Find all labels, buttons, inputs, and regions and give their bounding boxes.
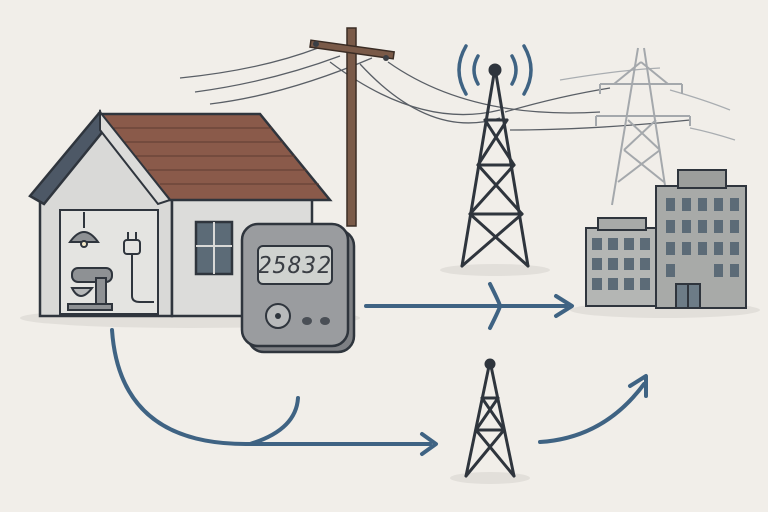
wireless-signal-icon	[457, 44, 533, 96]
house-icon	[28, 109, 333, 318]
meter-screen	[257, 245, 333, 285]
electric-plug-icon	[123, 232, 154, 303]
arrow-head-up	[628, 374, 648, 398]
arrow-head-buildings	[554, 294, 574, 318]
pendant-lamp-icon	[68, 212, 100, 248]
transmission-pylon-icon	[595, 47, 691, 206]
arrow-house-down-curve	[110, 328, 300, 447]
smart-meter-icon: 25832	[240, 222, 356, 354]
flow-arrows	[110, 282, 648, 456]
meter-button-left	[302, 317, 312, 325]
meter-button-right	[320, 317, 330, 325]
radio-tower-icon	[460, 63, 530, 268]
arrow-small-tower-up	[538, 382, 646, 444]
house-interior	[59, 209, 159, 315]
meter-reading: 25832	[258, 253, 332, 279]
office-building-icon	[585, 169, 747, 309]
utility-pole-icon	[309, 27, 395, 227]
arrow-curve-through-tower	[488, 282, 502, 330]
relay-tower-icon	[464, 358, 516, 478]
roof	[28, 109, 333, 206]
arrow-head-small-tower	[420, 432, 438, 456]
small-tower-ground-shadow	[450, 472, 530, 484]
stand-mixer-icon	[67, 267, 113, 311]
house-window	[194, 220, 234, 276]
tower-ground-shadow	[440, 264, 550, 276]
